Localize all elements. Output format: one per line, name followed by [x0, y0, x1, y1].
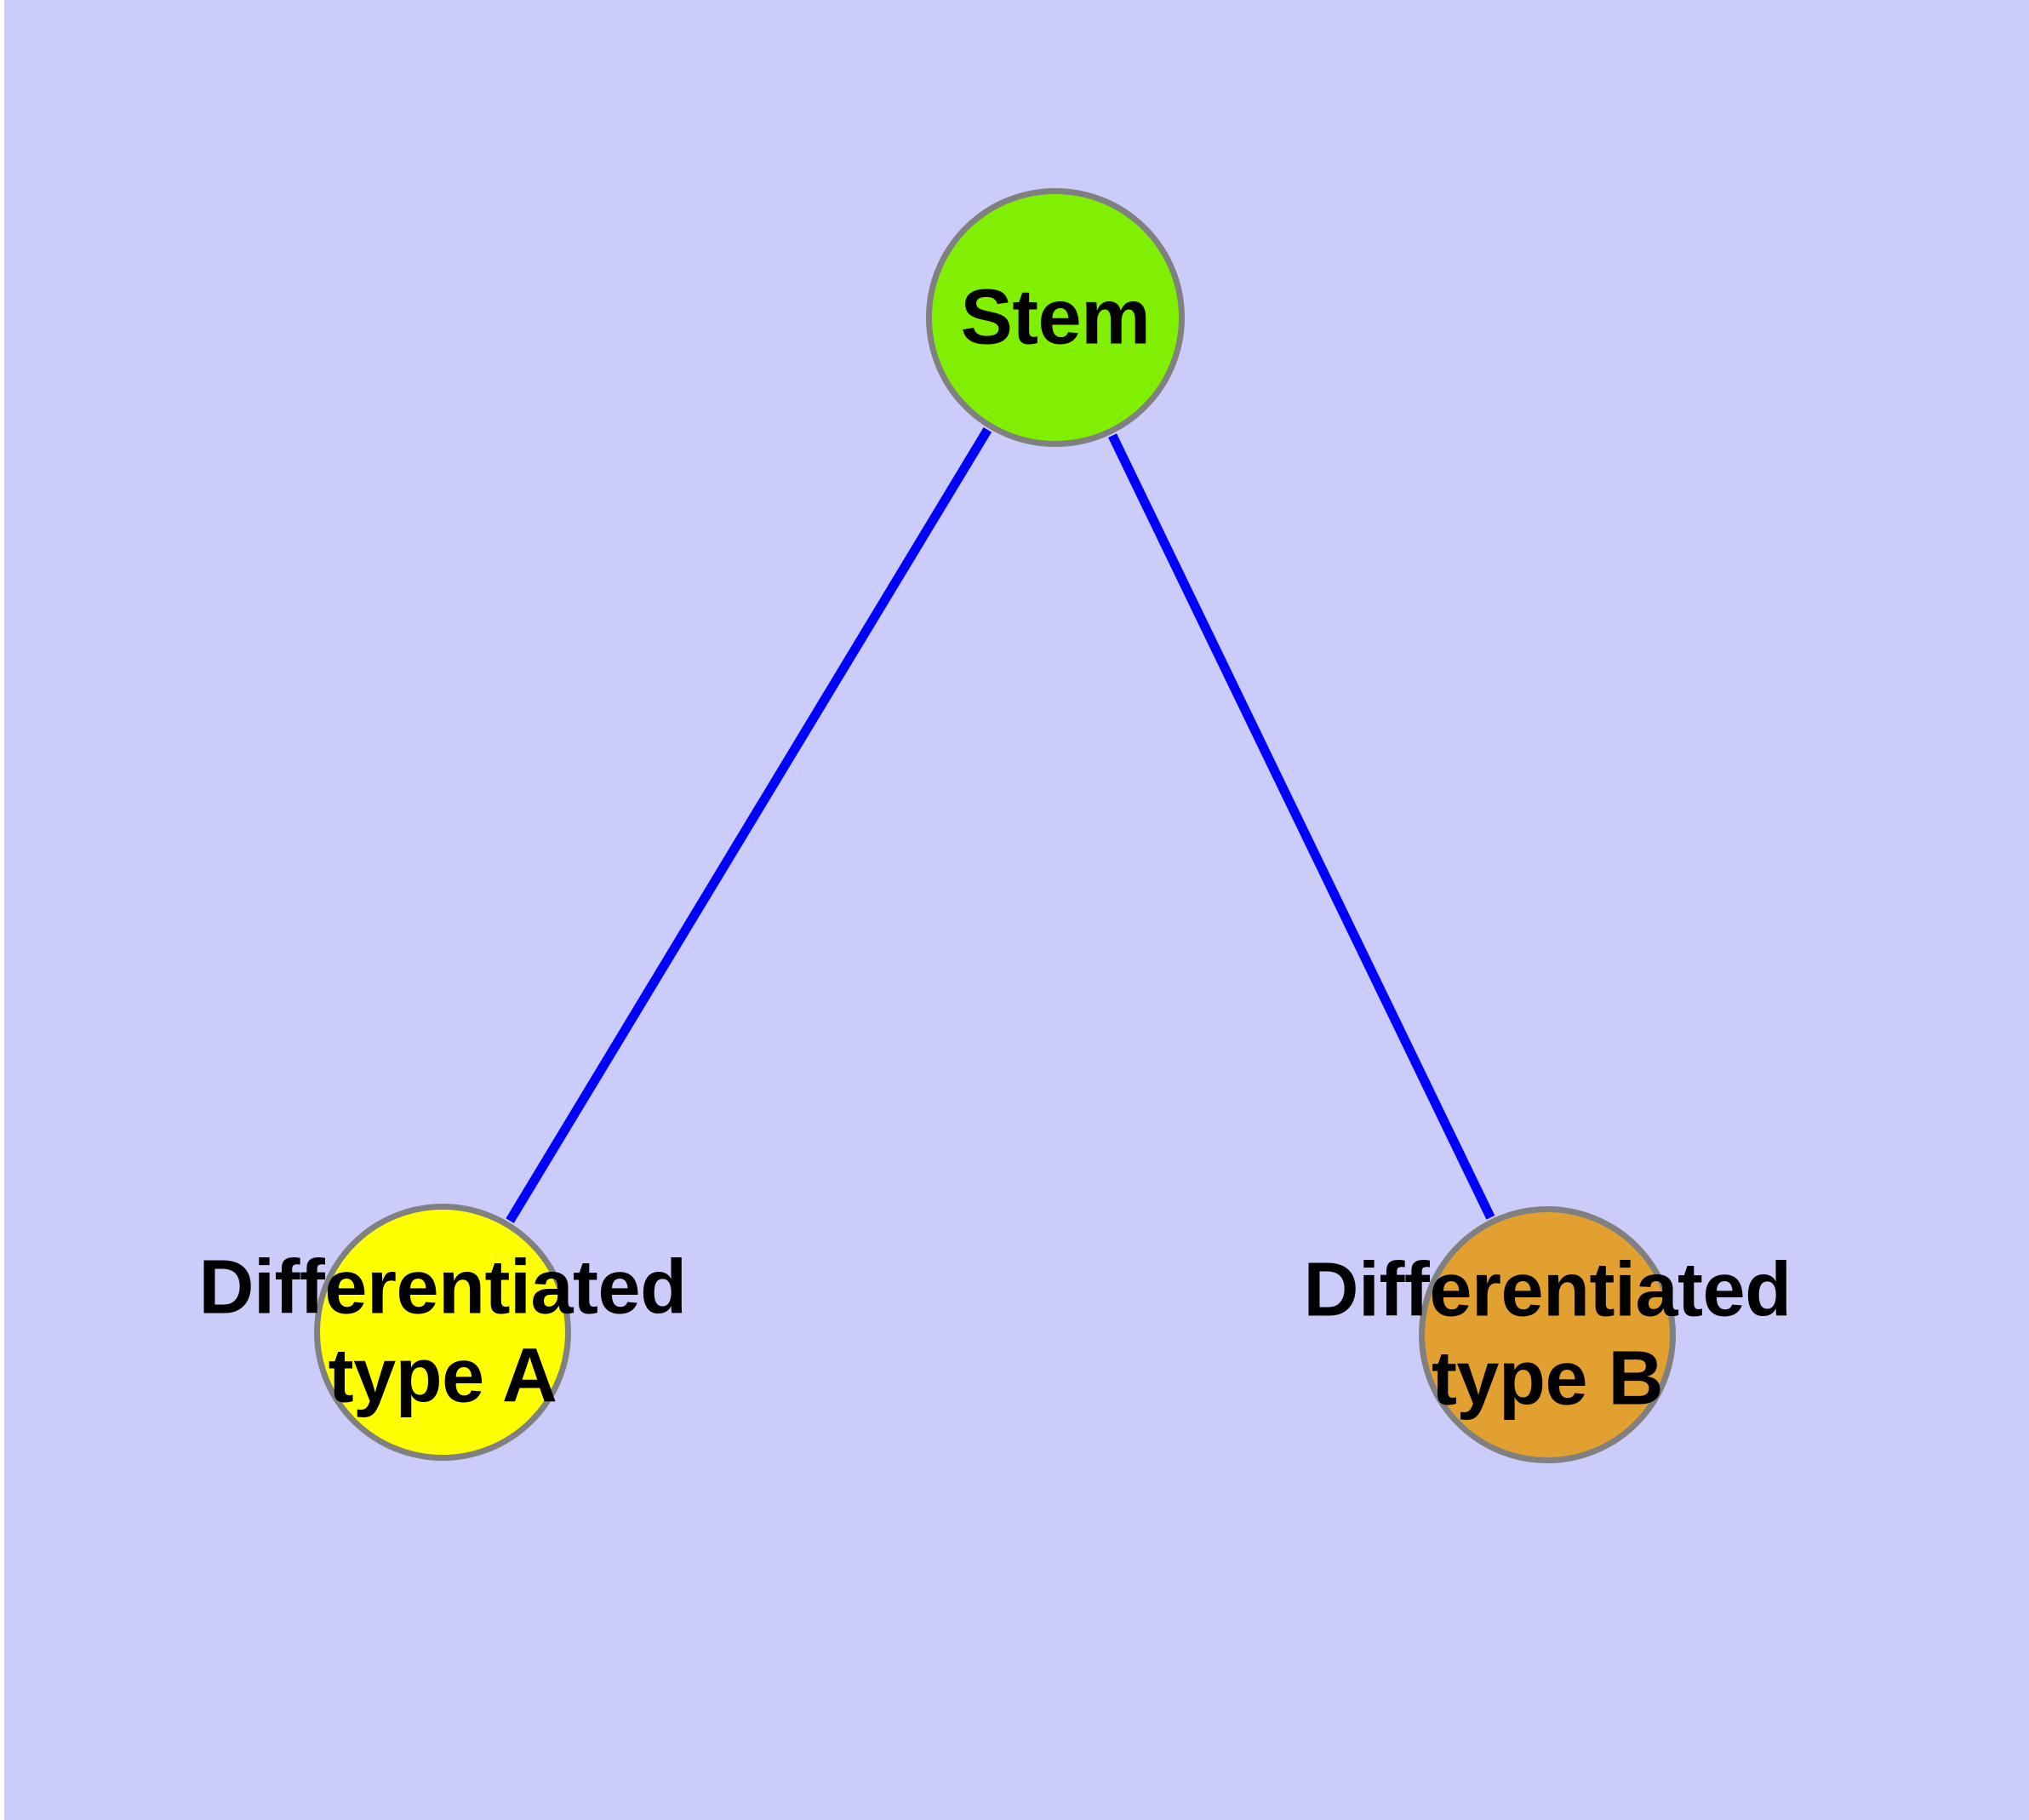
graph-edge-stem-diff-b: [1108, 433, 1495, 1220]
graph-node-stem[interactable]: [926, 188, 1185, 447]
edge-layer: [506, 426, 1495, 1223]
graph-node-diff-b[interactable]: [1419, 1206, 1676, 1463]
graph-edge-stem-diff-a: [506, 426, 992, 1223]
node-layer: [314, 188, 1676, 1463]
graph-node-diff-a[interactable]: [314, 1204, 571, 1461]
